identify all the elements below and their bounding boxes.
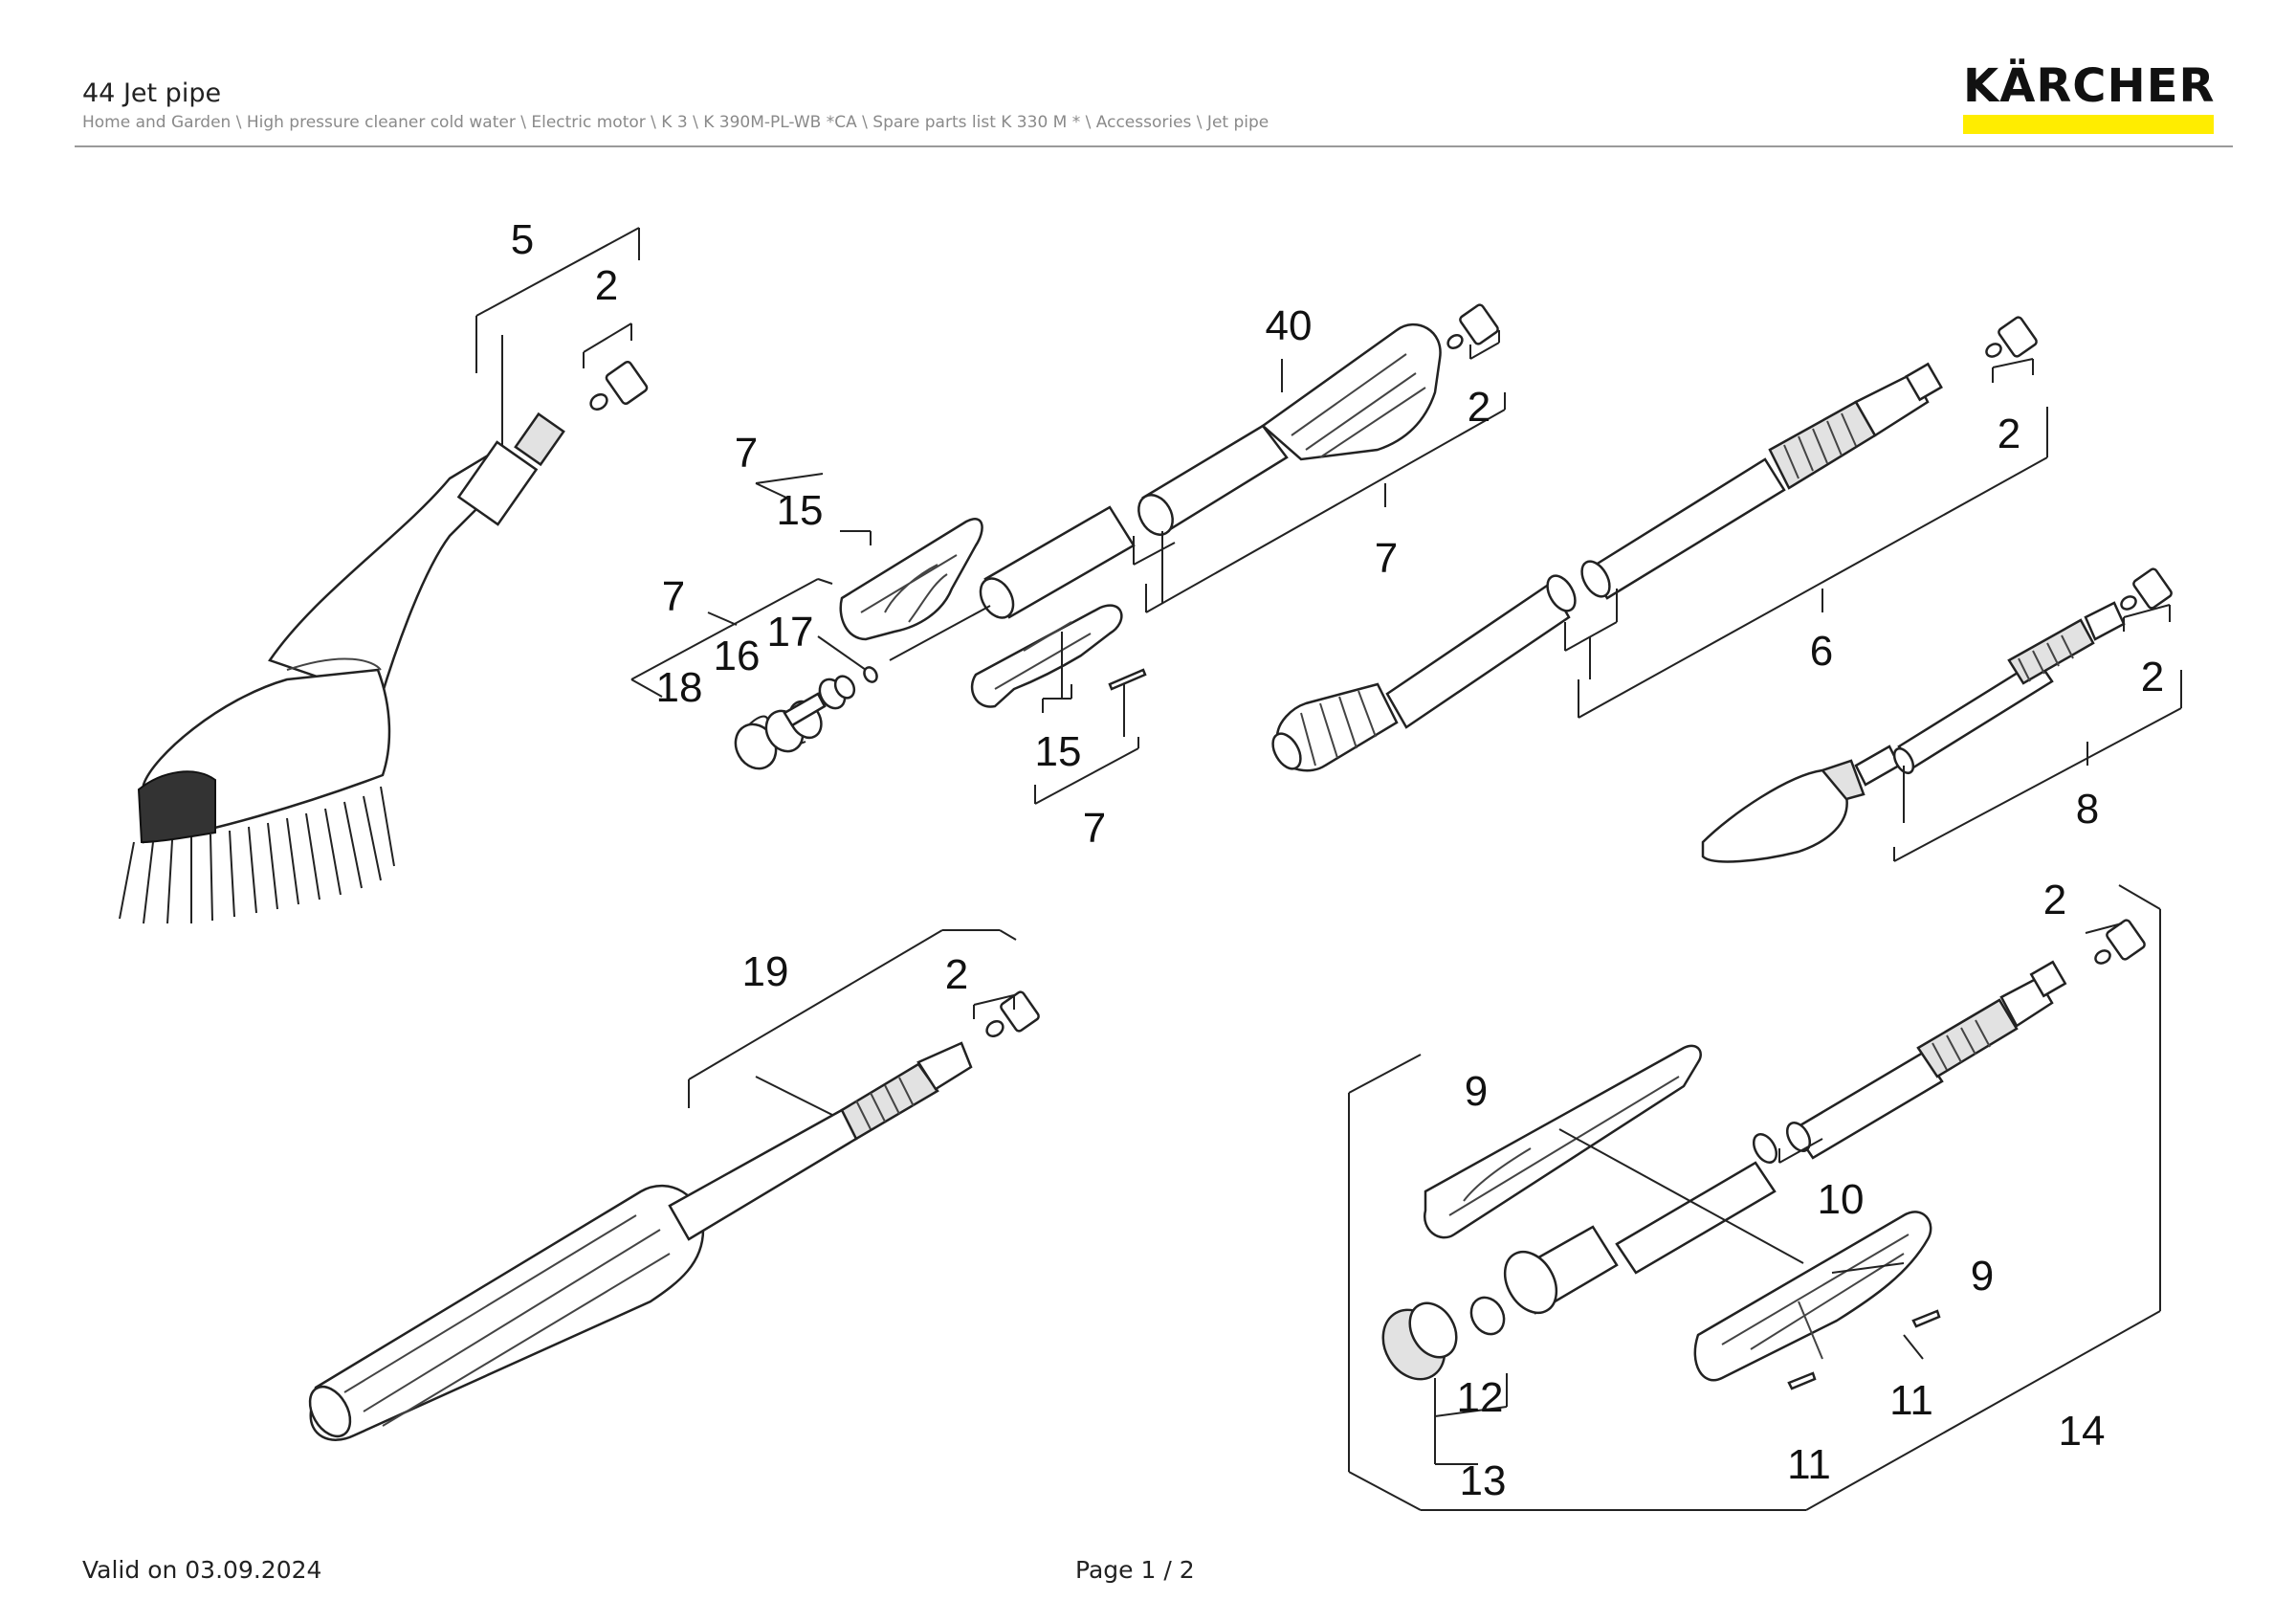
breadcrumb[interactable]: Home and Garden \ High pressure cleaner … xyxy=(82,113,1269,132)
page-title: 44 Jet pipe xyxy=(82,78,222,108)
callout-2: 2 xyxy=(595,262,618,309)
callout-13: 13 xyxy=(1460,1457,1507,1504)
callout-10: 10 xyxy=(1818,1176,1865,1223)
callout-16: 16 xyxy=(714,633,761,679)
valid-date: Valid on 03.09.2024 xyxy=(82,1556,322,1584)
wash-brush xyxy=(119,227,640,924)
tube-part-6 xyxy=(1271,316,2048,772)
callout-5: 5 xyxy=(511,216,534,263)
oring-17 xyxy=(863,666,878,683)
nozzle-lance-40 xyxy=(1137,303,1500,536)
callout-7: 7 xyxy=(1083,805,1106,852)
callout-14: 14 xyxy=(2059,1408,2106,1455)
callout-7: 7 xyxy=(1375,535,1398,582)
pin-16 xyxy=(783,675,856,727)
oring-12 xyxy=(1469,1296,1506,1336)
callout-8: 8 xyxy=(2076,786,2099,833)
callout-2: 2 xyxy=(945,951,968,998)
set-bottom xyxy=(970,604,1147,805)
page-number: Page 1 / 2 xyxy=(1075,1556,1195,1584)
dirt-blaster-8 xyxy=(1701,567,2182,863)
callout-15: 15 xyxy=(777,487,824,534)
callout-40: 40 xyxy=(1266,302,1313,349)
small-set-top xyxy=(755,473,983,641)
callout-9: 9 xyxy=(1971,1253,1994,1300)
trigger-gun-19 xyxy=(308,929,1040,1441)
kaercher-logo: KÄRCHER xyxy=(1963,63,2214,134)
callout-6: 6 xyxy=(1810,628,1833,675)
callout-2: 2 xyxy=(2043,877,2066,923)
callout-9: 9 xyxy=(1465,1068,1488,1115)
logo-yellow-bar xyxy=(1963,115,2214,134)
callout-15: 15 xyxy=(1035,728,1082,775)
nozzle-head-13 xyxy=(1381,1296,1508,1465)
logo-wordmark: KÄRCHER xyxy=(1963,59,2216,113)
callout-11: 11 xyxy=(1787,1441,1831,1488)
callout-2: 2 xyxy=(1468,384,1490,431)
callout-11: 11 xyxy=(1889,1377,1933,1424)
header-divider xyxy=(75,145,2233,147)
set-left xyxy=(630,578,991,770)
callout-2: 2 xyxy=(1998,411,2020,457)
callout-7: 7 xyxy=(662,573,685,620)
callout-12: 12 xyxy=(1457,1374,1504,1421)
callout-19: 19 xyxy=(742,948,789,995)
brush-nipple-group xyxy=(583,322,649,411)
vario-lance-14 xyxy=(1348,884,2161,1511)
tube-part-7 xyxy=(979,392,1506,619)
callout-17: 17 xyxy=(767,609,814,656)
callout-2: 2 xyxy=(2141,654,2164,700)
callout-labels: 5 2 40 2 7 2 6 2 8 7 15 7 17 16 18 15 7 … xyxy=(511,216,2164,1504)
callout-18: 18 xyxy=(656,664,703,711)
callout-7: 7 xyxy=(735,430,758,477)
